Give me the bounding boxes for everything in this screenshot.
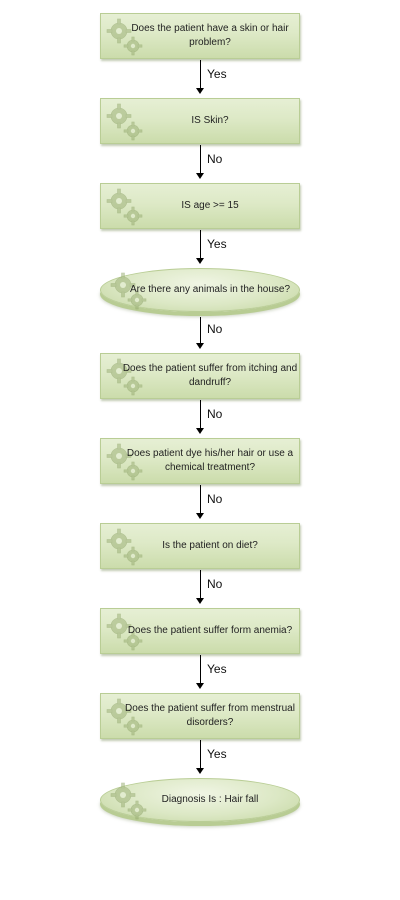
edge-label: No xyxy=(207,407,223,421)
edge-label: No xyxy=(207,152,223,166)
gear-icon xyxy=(106,528,143,566)
arrowhead xyxy=(196,173,204,179)
node-animals-in-house: Are there any animals in the house? xyxy=(100,268,300,312)
edge-label: Yes xyxy=(207,747,227,761)
gear-icon xyxy=(106,698,143,736)
node-skin-or-hair-problem: Does the patient have a skin or hair pro… xyxy=(100,13,300,59)
gear-icon xyxy=(106,443,143,481)
node-label: Does the patient have a skin or hair pro… xyxy=(131,23,289,48)
arrowhead xyxy=(196,88,204,94)
node-label: Diagnosis Is : Hair fall xyxy=(161,794,259,805)
node-label: IS age >= 15 xyxy=(181,200,239,211)
node-itching-dandruff: Does the patient suffer from itching and… xyxy=(100,353,300,399)
arrowhead xyxy=(196,343,204,349)
node-label: Does the patient suffer from menstrual d… xyxy=(125,703,295,728)
gear-icon xyxy=(106,18,143,56)
edge-label: No xyxy=(207,492,223,506)
gear-icon xyxy=(110,782,147,820)
arrowhead xyxy=(196,258,204,264)
node-label: Does patient dye his/her hair or use a c… xyxy=(126,448,294,473)
edge-label: Yes xyxy=(207,662,227,676)
edge-label: Yes xyxy=(207,237,227,251)
edge-label: No xyxy=(207,322,223,336)
edge-label: Yes xyxy=(207,67,227,81)
node-dye-chemical: Does patient dye his/her hair or use a c… xyxy=(100,438,300,484)
node-is-skin: IS Skin? xyxy=(100,98,300,144)
arrowhead xyxy=(196,428,204,434)
connector-line xyxy=(200,60,201,88)
connector-line xyxy=(200,740,201,768)
gear-icon xyxy=(106,188,143,226)
node-menstrual-disorders: Does the patient suffer from menstrual d… xyxy=(100,693,300,739)
gear-icon xyxy=(106,613,143,651)
node-anemia: Does the patient suffer form anemia? xyxy=(100,608,300,654)
arrowhead xyxy=(196,513,204,519)
connector-line xyxy=(200,485,201,513)
node-is-age: IS age >= 15 xyxy=(100,183,300,229)
gear-icon xyxy=(106,103,143,141)
gear-icon xyxy=(110,272,147,310)
arrowhead xyxy=(196,683,204,689)
node-label: Are there any animals in the house? xyxy=(129,284,291,295)
node-label: IS Skin? xyxy=(191,115,229,126)
connector-line xyxy=(200,230,201,258)
connector-line xyxy=(200,570,201,598)
node-label: Does the patient suffer form anemia? xyxy=(127,625,293,636)
connector-line xyxy=(200,317,201,343)
arrowhead xyxy=(196,598,204,604)
connector-line xyxy=(200,400,201,428)
node-label: Is the patient on diet? xyxy=(162,540,258,551)
node-on-diet: Is the patient on diet? xyxy=(100,523,300,569)
edge-label: No xyxy=(207,577,223,591)
connector-line xyxy=(200,655,201,683)
node-diagnosis-hair-fall: Diagnosis Is : Hair fall xyxy=(100,778,300,822)
connector-line xyxy=(200,145,201,173)
gear-icon xyxy=(106,358,143,396)
arrowhead xyxy=(196,768,204,774)
node-label: Does the patient suffer from itching and… xyxy=(122,363,298,388)
